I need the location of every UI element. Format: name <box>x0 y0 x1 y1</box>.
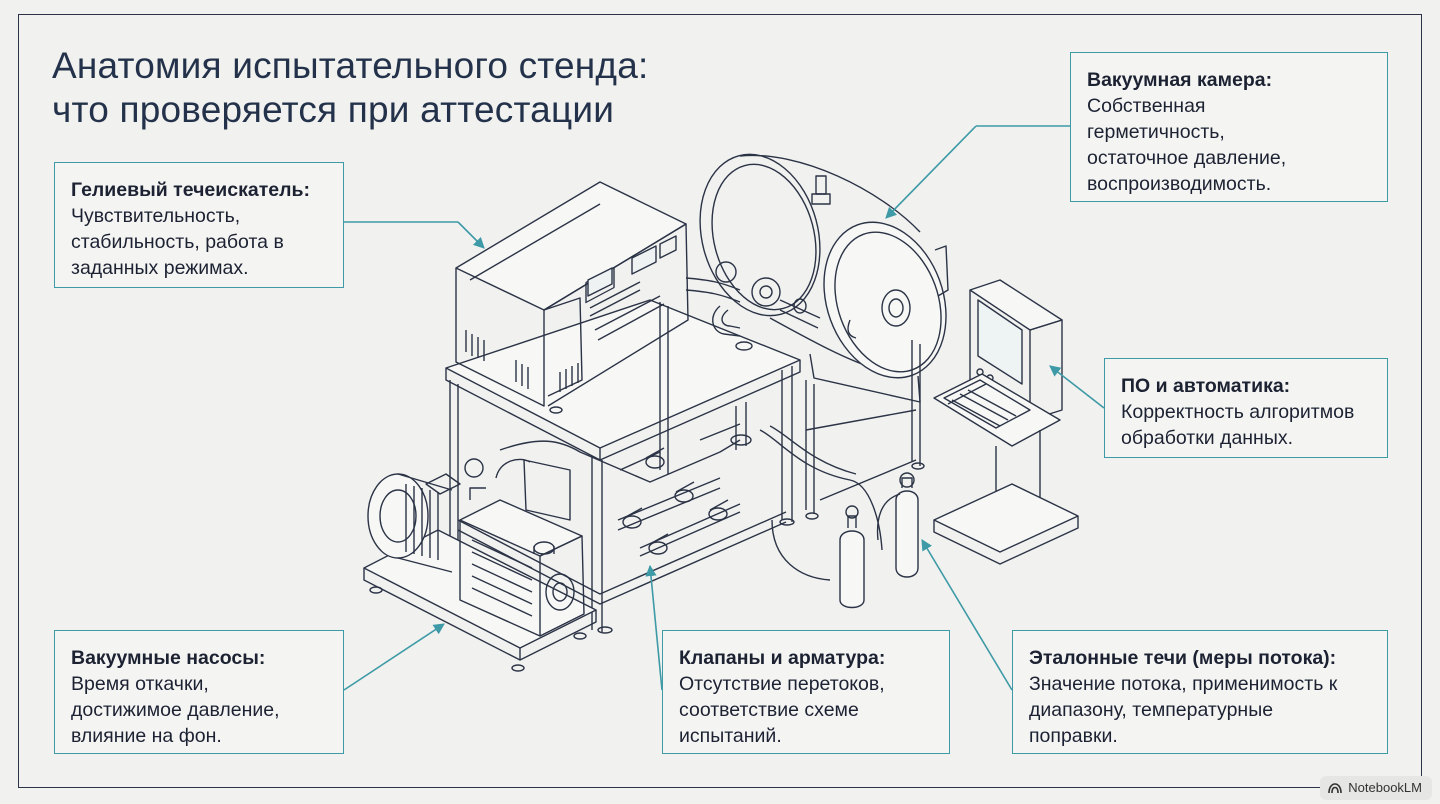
callout-body: Отсутствие перетоков, соответствие схеме… <box>679 673 885 747</box>
arrow-software <box>1049 365 1105 409</box>
callout-title: ПО и автоматика: <box>1121 375 1291 397</box>
callout-arrows <box>343 125 1105 691</box>
callout-title: Клапаны и арматура: <box>679 647 886 669</box>
reference-leak-cylinders <box>839 472 919 609</box>
arrow-valves <box>645 564 663 691</box>
outer-frame <box>18 14 1422 788</box>
callout-reference-leaks: Эталонные течи (меры потока): Значение п… <box>1012 630 1388 754</box>
callout-body: Чувствительность, стабильность, работа в… <box>71 205 284 279</box>
callout-leak-detector: Гелиевый течеискатель: Чувствительность,… <box>54 162 344 288</box>
title-line-1: Анатомия испытательного стенда: <box>52 45 649 86</box>
page-title: Анатомия испытательного стенда: что пров… <box>52 44 648 132</box>
callout-body: Время откачки, достижимое давление, влия… <box>71 673 280 747</box>
title-line-2: что проверяется при аттестации <box>52 89 615 130</box>
arrow-chamber <box>885 125 977 219</box>
arrow-pumps <box>343 623 445 691</box>
table-frame <box>445 299 801 634</box>
callout-software: ПО и автоматика: Корректность алгоритмов… <box>1104 358 1388 458</box>
callout-title: Гелиевый течеискатель: <box>71 179 310 201</box>
arrow-reference-leaks <box>921 539 1013 691</box>
callout-title: Вакуумная камера: <box>1087 69 1273 91</box>
callout-body: Значение потока, применимость к диапазон… <box>1029 673 1338 747</box>
connection-piping <box>685 261 821 351</box>
valve-manifold <box>499 402 883 581</box>
chamber-stand <box>805 340 925 520</box>
callout-vacuum-pumps: Вакуумные насосы: Время откачки, достижи… <box>54 630 344 754</box>
callout-title: Вакуумные насосы: <box>71 647 266 669</box>
control-terminal <box>933 279 1079 565</box>
vacuum-pump-assembly <box>363 458 597 672</box>
callout-body: Корректность алгоритмов обработки данных… <box>1121 401 1355 449</box>
notebooklm-icon <box>1328 782 1343 793</box>
callout-vacuum-chamber: Вакуумная камера: Собственная герметично… <box>1070 52 1388 202</box>
callout-body: Собственная герметичность, остаточное да… <box>1087 95 1287 195</box>
callout-valves: Клапаны и арматура: Отсутствие перетоков… <box>662 630 950 754</box>
notebooklm-badge[interactable]: NotebookLM <box>1320 776 1432 800</box>
leak-detector-unit <box>455 181 689 414</box>
arrow-leak-detector <box>457 221 485 249</box>
badge-label: NotebookLM <box>1348 780 1422 795</box>
callout-title: Эталонные течи (меры потока): <box>1029 647 1337 669</box>
